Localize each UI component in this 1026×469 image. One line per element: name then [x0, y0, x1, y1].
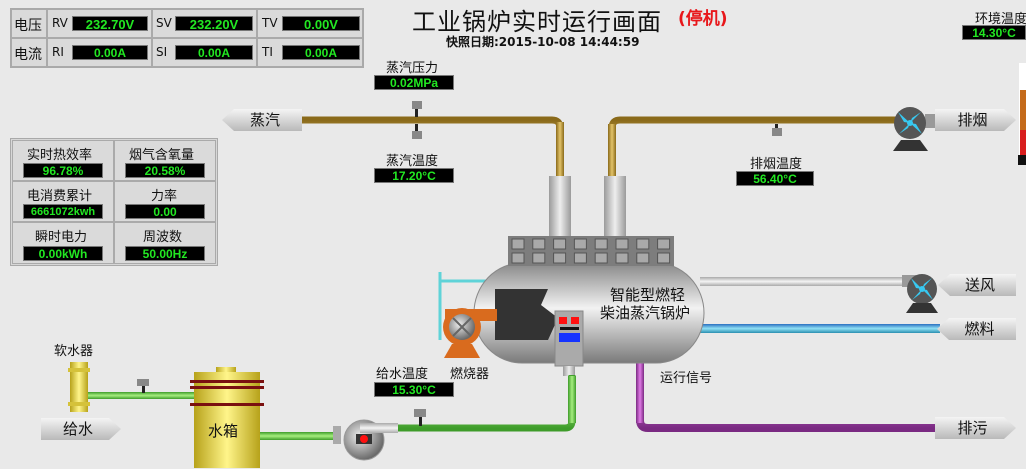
voltage-label: 电压	[14, 18, 42, 34]
steam-temp-value: 17.20°C	[374, 168, 454, 183]
tv-value: 0.00V	[282, 16, 360, 32]
water-tank-icon	[190, 367, 264, 468]
steam-temp-sensor-icon	[412, 124, 422, 139]
boiler-grid-square	[594, 252, 608, 264]
blowdown-tag: 排污	[935, 417, 1016, 439]
rv-value: 232.70V	[72, 16, 148, 32]
feed-pump-icon	[333, 419, 398, 461]
sv-value: 232.20V	[175, 16, 253, 32]
exhaust-temp-label: 排烟温度	[750, 157, 803, 172]
si-label: SI	[156, 45, 168, 59]
boiler-grid-square	[573, 238, 587, 250]
thermal-efficiency-label: 实时热效率	[27, 148, 93, 163]
boiler-grid-square	[511, 252, 525, 264]
feed-water-tag: 给水	[41, 418, 121, 440]
softener-pipe	[88, 392, 196, 399]
cyan-line	[438, 272, 490, 340]
tank-outlet-pipe	[258, 432, 338, 440]
power-factor-label: 力率	[151, 189, 178, 204]
tv-label: TV	[262, 16, 278, 30]
power-total-value: 6661072kwh	[23, 204, 103, 219]
softener-icon	[68, 362, 90, 412]
feed-water-sensor-icon	[414, 409, 426, 426]
air-pipe	[700, 277, 910, 286]
air-supply-fan-icon	[902, 274, 938, 313]
status-badge: (停机)	[678, 9, 728, 29]
power-total-label: 电消费累计	[27, 189, 93, 204]
si-value: 0.00A	[175, 45, 253, 60]
rv-label: RV	[52, 16, 68, 30]
steam-temp-label: 蒸汽温度	[386, 154, 439, 169]
boiler-grid-square	[532, 252, 546, 264]
page-title: 工业锅炉实时运行画面	[412, 8, 662, 36]
thermal-efficiency-value: 96.78%	[23, 163, 103, 178]
steam-tag: 蒸汽	[222, 109, 302, 131]
ambient-temp-value: 14.30°C	[962, 25, 1026, 40]
boiler-grid-square	[615, 238, 629, 250]
steam-pressure-sensor-icon	[412, 101, 422, 117]
current-label: 电流	[14, 47, 42, 63]
air-supply-tag: 送风	[938, 274, 1016, 296]
boiler-label-line1: 智能型燃轻	[610, 286, 686, 304]
fuel-tag: 燃料	[937, 318, 1016, 340]
exhaust-temp-value: 56.40°C	[736, 171, 814, 186]
thermometer-icon	[1018, 63, 1026, 165]
boiler-grid-square	[553, 238, 567, 250]
snapshot-date: 快照日期:2015-10-08 14:44:59	[446, 35, 640, 49]
exhaust-temp-sensor-icon	[772, 124, 782, 136]
flue-oxygen-value: 20.58%	[125, 163, 205, 178]
boiler-grid-square	[657, 252, 671, 264]
run-signal-label: 运行信号	[660, 371, 713, 386]
chimney-right	[604, 176, 626, 236]
feed-water-temp-label: 给水温度	[376, 367, 429, 382]
instant-power-label: 瞬时电力	[35, 230, 88, 245]
current-label-cell: 电流	[11, 38, 47, 67]
boiler-grid-square	[636, 238, 650, 250]
ri-value: 0.00A	[72, 45, 148, 60]
exhaust-tag: 排烟	[935, 109, 1016, 131]
water-tank-label: 水箱	[208, 422, 239, 440]
boiler-grid-square	[553, 252, 567, 264]
ti-value: 0.00A	[282, 45, 360, 60]
boiler-grid-square	[636, 252, 650, 264]
boiler-grid-square	[573, 252, 587, 264]
ti-label: TI	[262, 45, 273, 59]
flue-oxygen-label: 烟气含氧量	[129, 148, 195, 163]
steam-pressure-label: 蒸汽压力	[386, 61, 439, 76]
burner-label: 燃烧器	[450, 367, 490, 382]
instant-power-value: 0.00kWh	[23, 246, 103, 261]
boiler-grid-square	[615, 252, 629, 264]
frequency-value: 50.00Hz	[125, 246, 205, 261]
feed-water-temp-value: 15.30°C	[374, 382, 454, 397]
boiler-label-line2: 柴油蒸汽锅炉	[600, 304, 691, 322]
blowdown-pipe	[636, 355, 940, 432]
chimney-left	[549, 176, 571, 236]
voltage-label-cell: 电压	[11, 9, 47, 38]
boiler-grid-square	[511, 238, 525, 250]
fuel-pipe	[700, 324, 940, 333]
boiler-grid-square	[594, 238, 608, 250]
exhaust-fan-icon	[893, 107, 941, 151]
boiler-grid-square	[532, 238, 546, 250]
burner-chamber	[495, 289, 558, 340]
softener-label: 软水器	[54, 344, 94, 359]
boiler-grid-square	[657, 238, 671, 250]
sv-label: SV	[156, 16, 172, 30]
ambient-temp-label: 环境温度	[975, 12, 1026, 27]
ri-label: RI	[52, 45, 64, 59]
steam-pressure-value: 0.02MPa	[374, 75, 454, 90]
power-factor-value: 0.00	[125, 204, 205, 219]
burner-fan-icon	[443, 308, 497, 358]
softener-line-sensor-icon	[137, 379, 149, 393]
frequency-label: 周波数	[143, 230, 183, 245]
